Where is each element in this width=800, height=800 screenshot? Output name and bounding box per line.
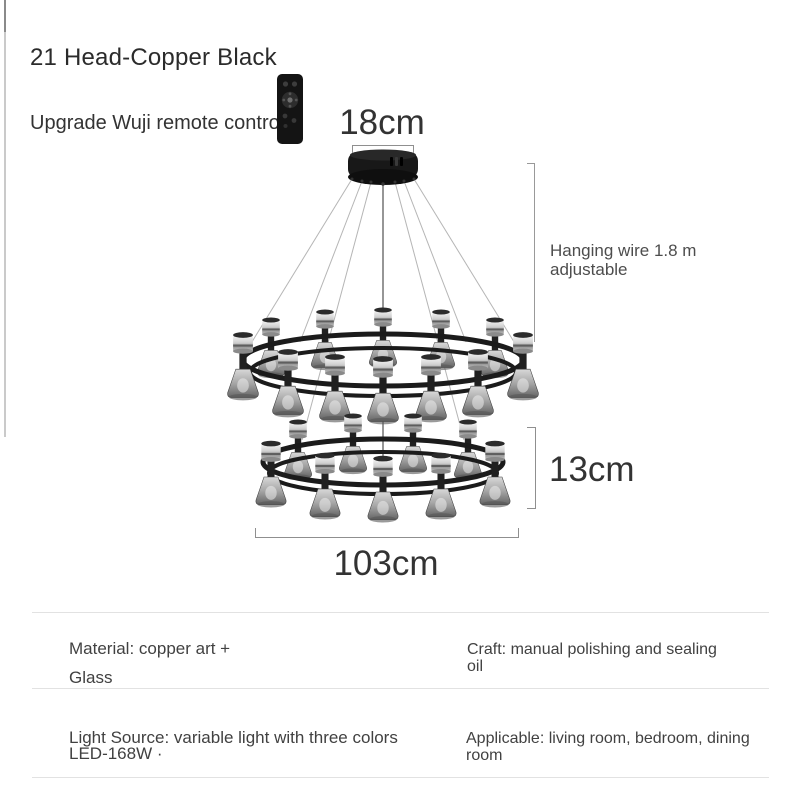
spec-applicable-line1: Applicable: living room, bedroom, dining: [466, 730, 750, 747]
total-width-bracket: [255, 528, 519, 538]
canopy-width-bracket: [352, 145, 414, 153]
hanging-wire-note: Hanging wire 1.8 m adjustable: [550, 241, 710, 279]
remote-control-icon: [277, 74, 303, 144]
divider-2: [32, 688, 769, 689]
remote-control-note: Upgrade Wuji remote control: [30, 112, 285, 134]
ring-height-label: 13cm: [549, 450, 635, 489]
page-title: 21 Head-Copper Black: [30, 44, 277, 71]
canopy-width-label: 18cm: [339, 103, 425, 142]
page-edge-line: [4, 32, 6, 437]
hanging-wire-note-line2: adjustable: [550, 260, 628, 279]
spec-material-line1: Material: copper art +: [69, 639, 231, 658]
chandelier-illustration: [227, 149, 539, 523]
page-edge-line-top: [4, 0, 6, 32]
spec-light-source-line2: LED-168W ·: [69, 744, 163, 763]
divider-1: [32, 612, 769, 613]
spec-craft-line1: Craft: manual polishing and sealing: [467, 641, 717, 658]
hanging-wire-note-line1: Hanging wire 1.8 m: [550, 241, 697, 260]
total-width-label: 103cm: [333, 544, 439, 583]
ring-height-bracket: [527, 427, 536, 509]
spec-craft-line2: oil: [467, 658, 484, 675]
spec-applicable-line2: room: [466, 747, 503, 764]
ceiling-canopy: [348, 149, 418, 186]
spec-light-source-line1: Light Source: variable light with three …: [69, 728, 398, 747]
spec-material-line2: Glass: [69, 668, 113, 687]
hanging-wire-measure-line: [527, 163, 535, 342]
divider-3: [32, 777, 769, 778]
